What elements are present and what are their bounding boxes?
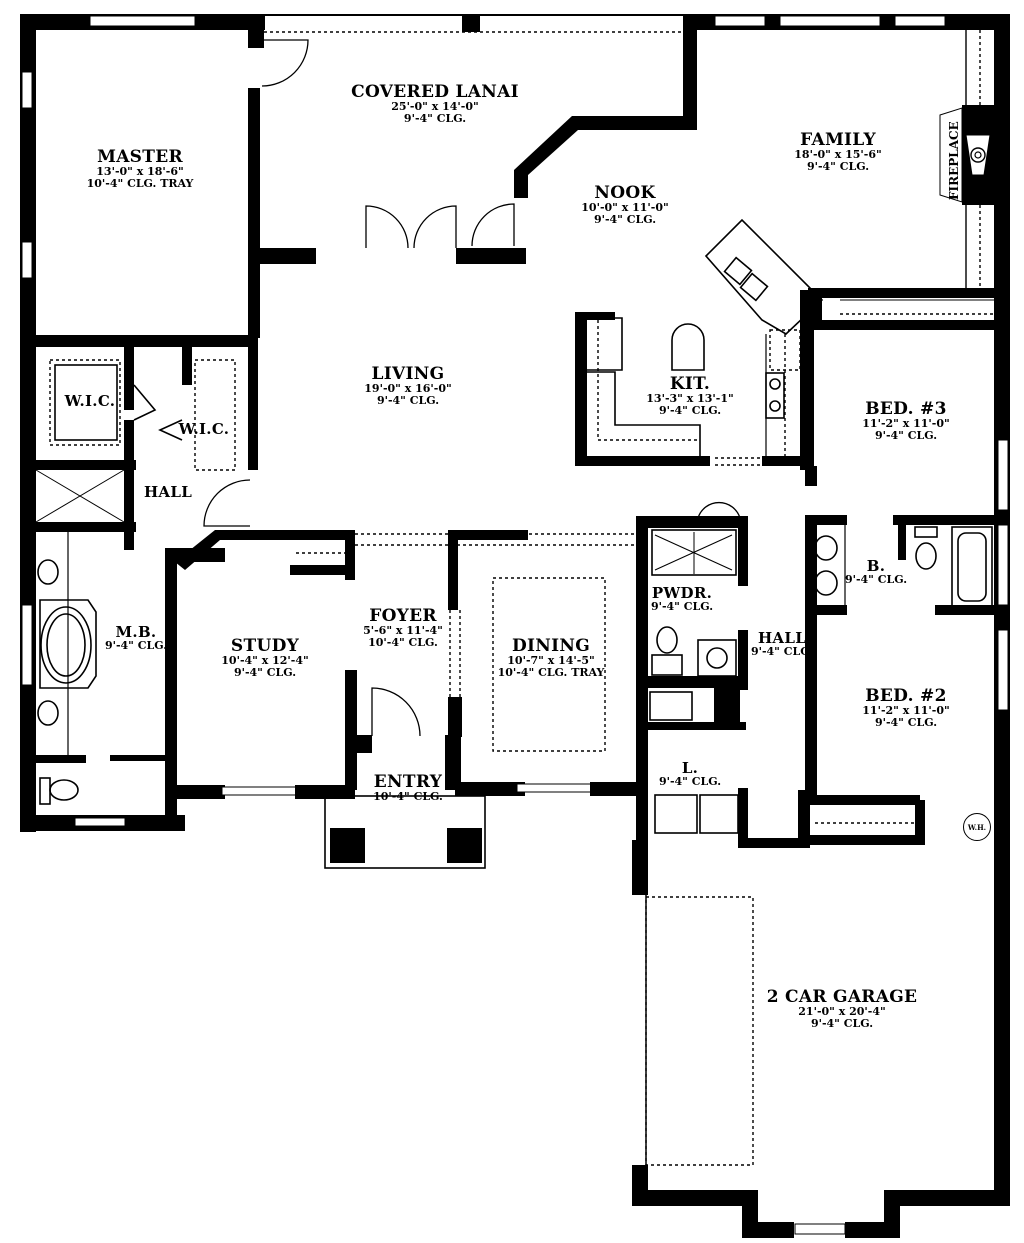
room-dimensions: 21'-0" x 20'-4" (798, 1005, 886, 1019)
room-label-powder: PWDR. 9'-4" CLG. (651, 585, 713, 613)
room-name: PWDR. (651, 584, 713, 602)
room-dimensions: 25'-0" x 14'-0" (391, 100, 479, 114)
room-dimensions: 10'-7" x 14'-5" (507, 654, 595, 668)
room-label-kitchen: KIT. 13'-3" x 13'-1" 9'-4" CLG. (646, 375, 733, 417)
room-name: L. (681, 759, 699, 777)
room-ceiling: 9'-4" CLG. (750, 645, 814, 659)
room-ceiling: 9'-4" CLG. (658, 775, 722, 789)
room-label-study: STUDY 10'-4" x 12'-4" 9'-4" CLG. (221, 637, 308, 679)
room-label-bed-hall: HALL 9'-4" CLG. (751, 630, 813, 658)
room-ceiling: 10'-4" CLG. (373, 790, 443, 804)
room-ceiling: 9'-4" CLG. (874, 716, 938, 730)
room-label-wic-left: W.I.C. (65, 393, 116, 409)
room-label-dining: DINING 10'-7" x 14'-5" 10'-4" CLG. TRAY (498, 637, 605, 679)
room-ceiling: 9'-4" CLG. (104, 639, 168, 653)
room-name: DINING (511, 636, 591, 656)
room-ceiling: 10'-4" CLG. TRAY (497, 666, 605, 680)
water-heater-label: W.H. (967, 822, 987, 832)
room-ceiling: 9'-4" CLG. (658, 404, 722, 418)
room-label-wic-right: W.I.C. (179, 421, 230, 437)
room-label-bed2: BED. #2 11'-2" x 11'-0" 9'-4" CLG. (862, 687, 949, 729)
room-name: M.B. (115, 623, 157, 641)
room-label-master: MASTER 13'-0" x 18'-6" 10'-4" CLG. TRAY (87, 148, 194, 190)
room-label-family: FAMILY 18'-0" x 15'-6" 9'-4" CLG. (794, 131, 881, 173)
room-name: W.I.C. (178, 420, 230, 438)
room-label-bath: B. 9'-4" CLG. (845, 558, 907, 586)
room-name: LIVING (371, 364, 445, 384)
room-name: BED. #3 (865, 399, 947, 419)
room-name: HALL (143, 483, 193, 501)
room-label-bed3: BED. #3 11'-2" x 11'-0" 9'-4" CLG. (862, 400, 949, 442)
room-ceiling: 10'-4" CLG. TRAY (86, 177, 194, 191)
room-dimensions: 11'-2" x 11'-0" (862, 704, 950, 718)
room-dimensions: 13'-3" x 13'-1" (646, 392, 734, 406)
room-name: COVERED LANAI (351, 82, 519, 102)
room-dimensions: 18'-0" x 15'-6" (794, 148, 882, 162)
room-label-entry: ENTRY 10'-4" CLG. (373, 773, 443, 803)
room-name: KIT. (669, 374, 711, 394)
fireplace-label: FIREPLACE (947, 121, 961, 200)
room-name: 2 CAR GARAGE (766, 987, 918, 1007)
exterior-walls (20, 14, 1010, 844)
room-name: NOOK (594, 183, 656, 203)
room-ceiling: 10'-4" CLG. (368, 636, 438, 650)
room-ceiling: 9'-4" CLG. (650, 600, 714, 614)
room-ceiling: 9'-4" CLG. (810, 1017, 874, 1031)
room-name: MASTER (97, 147, 183, 167)
room-dimensions: 11'-2" x 11'-0" (862, 417, 950, 431)
room-label-living: LIVING 19'-0" x 16'-0" 9'-4" CLG. (364, 365, 451, 407)
room-label-laundry: L. 9'-4" CLG. (659, 760, 721, 788)
room-label-master-bath: M.B. 9'-4" CLG. (105, 624, 167, 652)
room-name: HALL (757, 629, 807, 647)
door-swings (203, 39, 741, 737)
room-label-garage: 2 CAR GARAGE 21'-0" x 20'-4" 9'-4" CLG. (767, 988, 918, 1030)
room-name: W.I.C. (64, 392, 116, 410)
room-ceiling: 9'-4" CLG. (403, 112, 467, 126)
room-dimensions: 5'-6" x 11'-4" (363, 624, 443, 638)
room-name: B. (866, 557, 886, 575)
room-dimensions: 10'-0" x 11'-0" (581, 201, 669, 215)
room-name: ENTRY (373, 772, 443, 792)
room-ceiling: 9'-4" CLG. (376, 394, 440, 408)
room-ceiling: 9'-4" CLG. (233, 666, 297, 680)
room-ceiling: 9'-4" CLG. (844, 573, 908, 587)
room-name: STUDY (230, 636, 300, 656)
room-dimensions: 19'-0" x 16'-0" (364, 382, 452, 396)
room-label-covered-lanai: COVERED LANAI 25'-0" x 14'-0" 9'-4" CLG. (351, 83, 519, 125)
room-name: FAMILY (800, 130, 876, 150)
room-label-foyer: FOYER 5'-6" x 11'-4" 10'-4" CLG. (363, 607, 443, 649)
room-ceiling: 9'-4" CLG. (593, 213, 657, 227)
room-name: BED. #2 (865, 686, 947, 706)
room-dimensions: 10'-4" x 12'-4" (221, 654, 309, 668)
water-heater-icon: W.H. (963, 813, 991, 841)
room-ceiling: 9'-4" CLG. (806, 160, 870, 174)
room-ceiling: 9'-4" CLG. (874, 429, 938, 443)
interior-walls (20, 218, 1010, 1238)
room-dimensions: 13'-0" x 18'-6" (96, 165, 184, 179)
room-name: FOYER (369, 606, 437, 626)
room-label-master-hall: HALL (144, 484, 192, 500)
room-label-nook: NOOK 10'-0" x 11'-0" 9'-4" CLG. (581, 184, 668, 226)
